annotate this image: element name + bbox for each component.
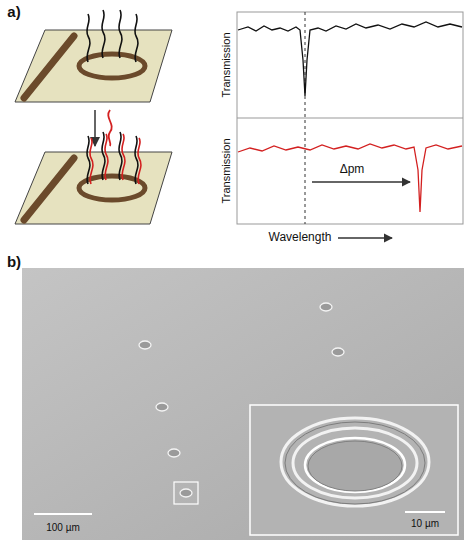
axis-label: Wavelength [269,231,332,244]
sem-image [22,268,464,540]
chip-after [15,132,172,224]
axis-label: Transmission [220,139,232,204]
target-strand [108,110,111,146]
scale-bar-label: 100 µm [46,522,80,533]
chip-before [15,10,172,102]
spectra-plot [237,12,463,238]
scale-bar-label: 10 µm [411,518,439,529]
shift-label: Δpm [340,163,365,176]
process-arrow [94,110,96,146]
panel-label: b) [7,254,21,271]
axis-label: Transmission [220,33,232,98]
panel-label: a) [7,4,20,21]
